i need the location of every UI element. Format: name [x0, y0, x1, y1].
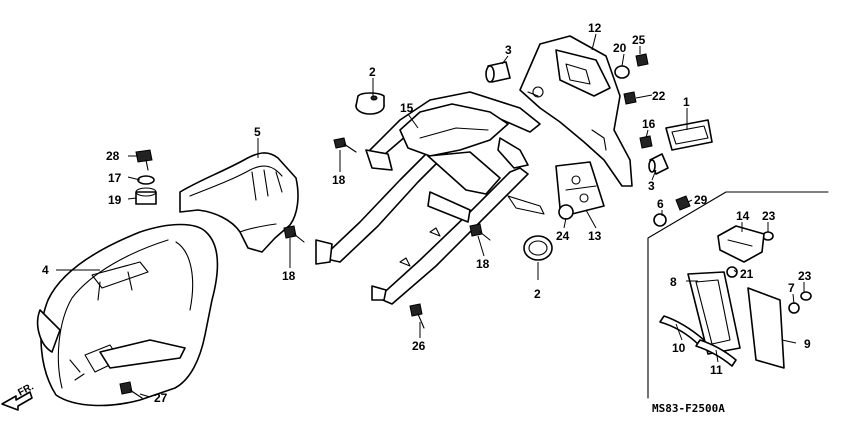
callout-15: 15 [400, 101, 414, 115]
callout-25: 25 [632, 33, 646, 47]
callout-20: 20 [613, 41, 627, 55]
license-plate [747, 287, 785, 369]
inset-frame [647, 191, 829, 399]
callout-27: 27 [154, 391, 168, 405]
rear-fender [36, 223, 219, 407]
callout-3-lower: 3 [648, 179, 655, 193]
callout-8: 8 [670, 275, 677, 289]
nut-7 [788, 302, 800, 314]
callout-28: 28 [106, 149, 120, 163]
collar-lower [648, 153, 669, 175]
bolt-28 [135, 149, 153, 171]
callout-18-a: 18 [332, 173, 346, 187]
reflector [665, 119, 713, 151]
license-bracket [555, 161, 605, 215]
callout-2-lower: 2 [534, 287, 541, 301]
callout-9: 9 [804, 337, 811, 351]
bolt-29 [675, 195, 691, 211]
diagram-code: MS83-F2500A [652, 402, 725, 415]
leader-lines [56, 33, 805, 398]
callout-2-upper: 2 [369, 65, 376, 79]
callout-23-a: 23 [762, 209, 776, 223]
callout-7: 7 [788, 281, 795, 295]
callout-24: 24 [556, 229, 570, 243]
license-light [717, 225, 765, 263]
bolt-27 [119, 381, 143, 399]
callout-16: 16 [642, 117, 656, 131]
grommet-upper [355, 92, 385, 115]
stay [687, 271, 741, 355]
washer-17 [137, 175, 155, 185]
bolt-26 [409, 303, 425, 329]
callout-1: 1 [683, 95, 690, 109]
collar-upper [485, 61, 511, 83]
callout-13: 13 [588, 229, 602, 243]
callout-23-b: 23 [798, 269, 812, 283]
direction-label: FR. [16, 381, 36, 398]
callout-21: 21 [740, 267, 754, 281]
nut-21 [726, 266, 738, 278]
callout-29: 29 [694, 193, 708, 207]
callout-3-upper: 3 [505, 43, 512, 57]
nut-6 [653, 213, 667, 227]
front-arrow-icon [1, 391, 33, 411]
callout-14: 14 [736, 209, 750, 223]
callout-26: 26 [412, 339, 426, 353]
callout-18-c: 18 [476, 257, 490, 271]
callout-12: 12 [588, 21, 602, 35]
splash-guard [179, 152, 299, 253]
callout-19: 19 [108, 193, 122, 207]
screw-23-b [800, 291, 812, 301]
grommet-lower [523, 235, 553, 261]
bolt-22 [623, 91, 637, 105]
callout-6: 6 [657, 197, 664, 211]
callout-18-b: 18 [282, 269, 296, 283]
tail-bracket [519, 35, 633, 187]
rear-frame [315, 91, 545, 305]
nut-24 [558, 204, 574, 220]
callout-22: 22 [652, 89, 666, 103]
nut-19 [135, 187, 157, 205]
nut-20 [614, 65, 630, 79]
callout-4: 4 [42, 263, 49, 277]
callout-5: 5 [254, 125, 261, 139]
callout-10: 10 [672, 341, 686, 355]
bolt-18-a [333, 137, 357, 153]
bolt-18-b [283, 225, 305, 243]
callout-11: 11 [710, 363, 723, 377]
bolt-25 [635, 53, 649, 67]
bolt-18-c [469, 223, 491, 241]
callout-17: 17 [108, 171, 122, 185]
